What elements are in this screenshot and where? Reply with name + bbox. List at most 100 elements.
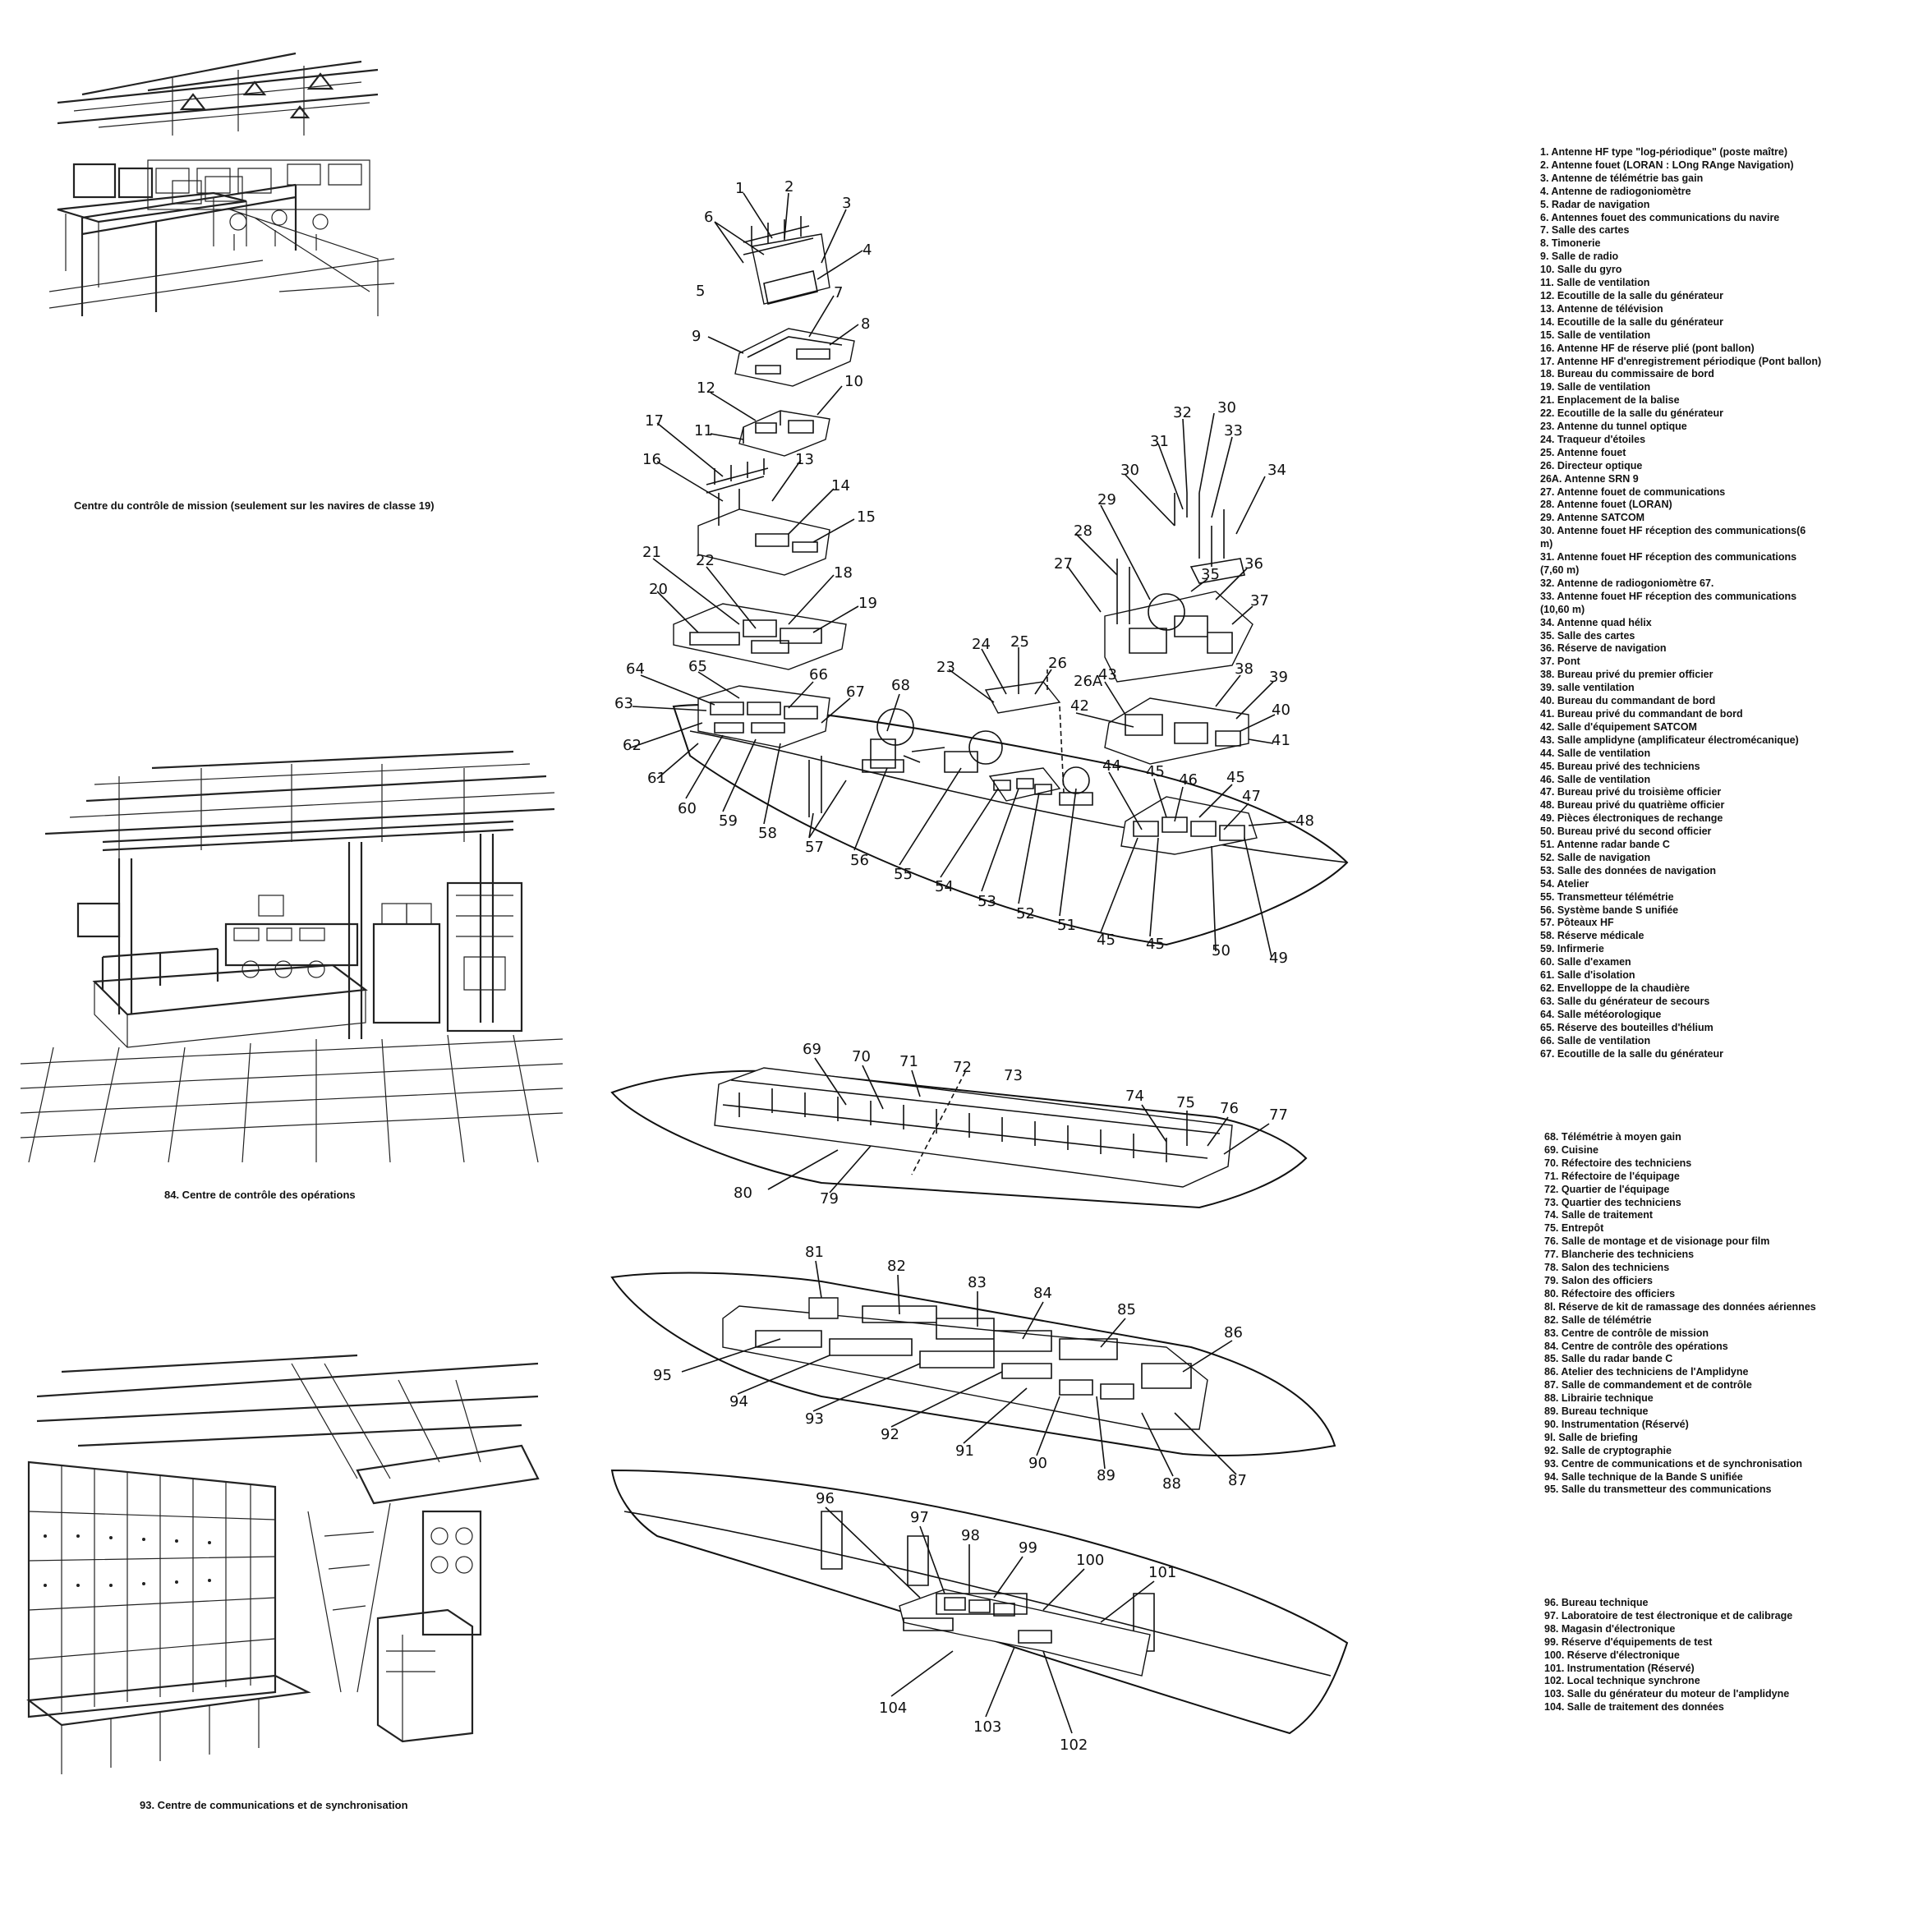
- callout-43: 43: [1098, 666, 1117, 683]
- legend-item: 71. Réfectoire de l'équipage: [1544, 1170, 1680, 1182]
- legend-item: 9l. Salle de briefing: [1544, 1431, 1638, 1443]
- legend-item: 37. Pont: [1540, 656, 1580, 668]
- callout-74: 74: [1125, 1088, 1144, 1105]
- legend-item: 30. Antenne fouet HF réception des commu…: [1540, 525, 1806, 550]
- legend-item: 47. Bureau privé du troisième officier: [1540, 786, 1722, 798]
- bridge-exploded: [1104, 493, 1258, 855]
- leader-lines-deck-a: [767, 1057, 1270, 1194]
- callout-68: 68: [891, 677, 910, 694]
- legend-item: 70. Réfectoire des techniciens: [1544, 1157, 1692, 1169]
- callout-45b: 45: [1226, 769, 1245, 786]
- callout-26: 26: [1048, 655, 1067, 672]
- callout-75: 75: [1176, 1094, 1195, 1111]
- deck-level-1: [743, 216, 830, 305]
- mission-control-sketch: [48, 52, 395, 316]
- legend-item: 100. Réserve d'électronique: [1544, 1649, 1680, 1661]
- legend-item: 102. Local technique synchrone: [1544, 1675, 1700, 1687]
- mission-control-caption: Centre du contrôle de mission (seulement…: [74, 499, 435, 512]
- callout-84: 84: [1033, 1285, 1052, 1302]
- callout-104: 104: [879, 1700, 907, 1717]
- legend-item: 92. Salle de cryptographie: [1544, 1444, 1672, 1456]
- callout-34: 34: [1267, 462, 1286, 479]
- callout-30a: 30: [1217, 399, 1236, 416]
- callout-55: 55: [894, 866, 913, 883]
- callout-54: 54: [935, 878, 954, 895]
- legend-item: 72. Quartier de l'équipage: [1544, 1183, 1670, 1195]
- callout-17: 17: [645, 412, 664, 430]
- callout-62: 62: [623, 737, 642, 754]
- legend-item: 29. Antenne SATCOM: [1540, 512, 1645, 524]
- legend-item: 27. Antenne fouet de communications: [1540, 485, 1726, 498]
- callout-77: 77: [1269, 1106, 1288, 1124]
- callout-10: 10: [844, 373, 863, 390]
- legend-item: 66. Salle de ventilation: [1540, 1034, 1651, 1046]
- legend-item: 53. Salle des données de navigation: [1540, 864, 1716, 876]
- operations-center-sketch: [20, 750, 564, 1163]
- upper-ship-exploded-diagram: 1 2 3 4 5 6 7 8 9 10 11 12 13 14 15 16 1…: [614, 178, 1349, 967]
- legend-item: 48. Bureau privé du quatrième officier: [1540, 799, 1725, 812]
- callout-33: 33: [1224, 422, 1243, 439]
- legend-item: 42. Salle d'équipement SATCOM: [1540, 720, 1697, 733]
- callout-32: 32: [1173, 404, 1192, 421]
- callout-60: 60: [678, 800, 697, 817]
- callouts-upper: 1 2 3 4 5 6 7 8 9 10 11 12 13 14 15 16 1…: [614, 178, 1314, 967]
- callout-44: 44: [1102, 757, 1121, 775]
- callout-45a: 45: [1146, 763, 1165, 780]
- legend-item: 4. Antenne de radiogoniomètre: [1540, 185, 1691, 197]
- legend-item: 58. Réserve médicale: [1540, 930, 1644, 942]
- callout-81: 81: [805, 1244, 824, 1261]
- legend-item: 38. Bureau privé du premier officier: [1540, 669, 1714, 681]
- callout-20: 20: [649, 581, 668, 598]
- legend-item: 6. Antennes fouet des communications du …: [1540, 211, 1780, 223]
- callout-61: 61: [647, 770, 666, 787]
- deck-a-diagram: 69 70 71 72 73 74 75 76 77 78 79 80: [610, 1041, 1308, 1209]
- mission-control-illustration: [48, 45, 395, 324]
- legend-item: 24. Traqueur d'étoiles: [1540, 433, 1646, 445]
- legend-item: 16. Antenne HF de réserve plié (pont bal…: [1540, 342, 1755, 354]
- legend-item: 95. Salle du transmetteur des communicat…: [1544, 1484, 1772, 1496]
- legend-item: 87. Salle de commandement et de contrôle: [1544, 1379, 1752, 1392]
- legend-item: 78. Salon des techniciens: [1544, 1262, 1670, 1274]
- callout-19: 19: [858, 595, 877, 612]
- legend-item: 51. Antenne radar bande C: [1540, 839, 1670, 851]
- callout-23: 23: [936, 659, 955, 676]
- callout-8: 8: [861, 315, 870, 333]
- legend-item: 56. Système bande S unifiée: [1540, 904, 1679, 916]
- callout-103: 103: [973, 1718, 1001, 1736]
- legend-item: 23. Antenne du tunnel optique: [1540, 421, 1687, 433]
- callout-90: 90: [1028, 1455, 1047, 1472]
- communications-center-sketch: [26, 1354, 540, 1774]
- deck-b-diagram: 81 82 83 84 85 86 87 88 89 90 91 92 93 9…: [610, 1244, 1336, 1493]
- callout-1: 1: [735, 180, 744, 197]
- callout-93: 93: [805, 1410, 824, 1428]
- callout-63: 63: [614, 695, 633, 712]
- deck-level-4: [697, 458, 830, 576]
- legend-item: 89. Bureau technique: [1544, 1405, 1649, 1418]
- callout-42: 42: [1070, 697, 1089, 715]
- legend-item: 5. Radar de navigation: [1540, 198, 1650, 210]
- callout-29: 29: [1097, 491, 1116, 508]
- callout-97: 97: [910, 1509, 929, 1526]
- callout-88: 88: [1162, 1475, 1181, 1493]
- callout-24: 24: [972, 636, 991, 653]
- legend-item: 60. Salle d'examen: [1540, 956, 1631, 968]
- legend-item: 74. Salle de traitement: [1544, 1209, 1654, 1221]
- callout-3: 3: [842, 195, 851, 212]
- callout-52: 52: [1016, 905, 1035, 922]
- callout-11: 11: [694, 422, 713, 439]
- callout-91: 91: [955, 1442, 974, 1460]
- callout-18: 18: [834, 564, 853, 582]
- legend-item: 8l. Réserve de kit de ramassage des donn…: [1544, 1300, 1816, 1313]
- legend-item: 8. Timonerie: [1540, 237, 1601, 250]
- legend-item: 75. Entrepôt: [1544, 1222, 1604, 1235]
- callout-95: 95: [653, 1367, 672, 1384]
- legend-list-1: 1. Antenne HF type "log-périodique" (pos…: [1540, 146, 1869, 1060]
- leader-lines-upper: [630, 192, 1296, 958]
- callout-69: 69: [803, 1041, 821, 1058]
- callout-100: 100: [1076, 1552, 1104, 1569]
- callout-35: 35: [1201, 566, 1220, 583]
- callout-92: 92: [881, 1426, 899, 1443]
- legend-item: 104. Salle de traitement des données: [1544, 1701, 1724, 1714]
- legend-item: 99. Réserve d'équipements de test: [1544, 1635, 1713, 1648]
